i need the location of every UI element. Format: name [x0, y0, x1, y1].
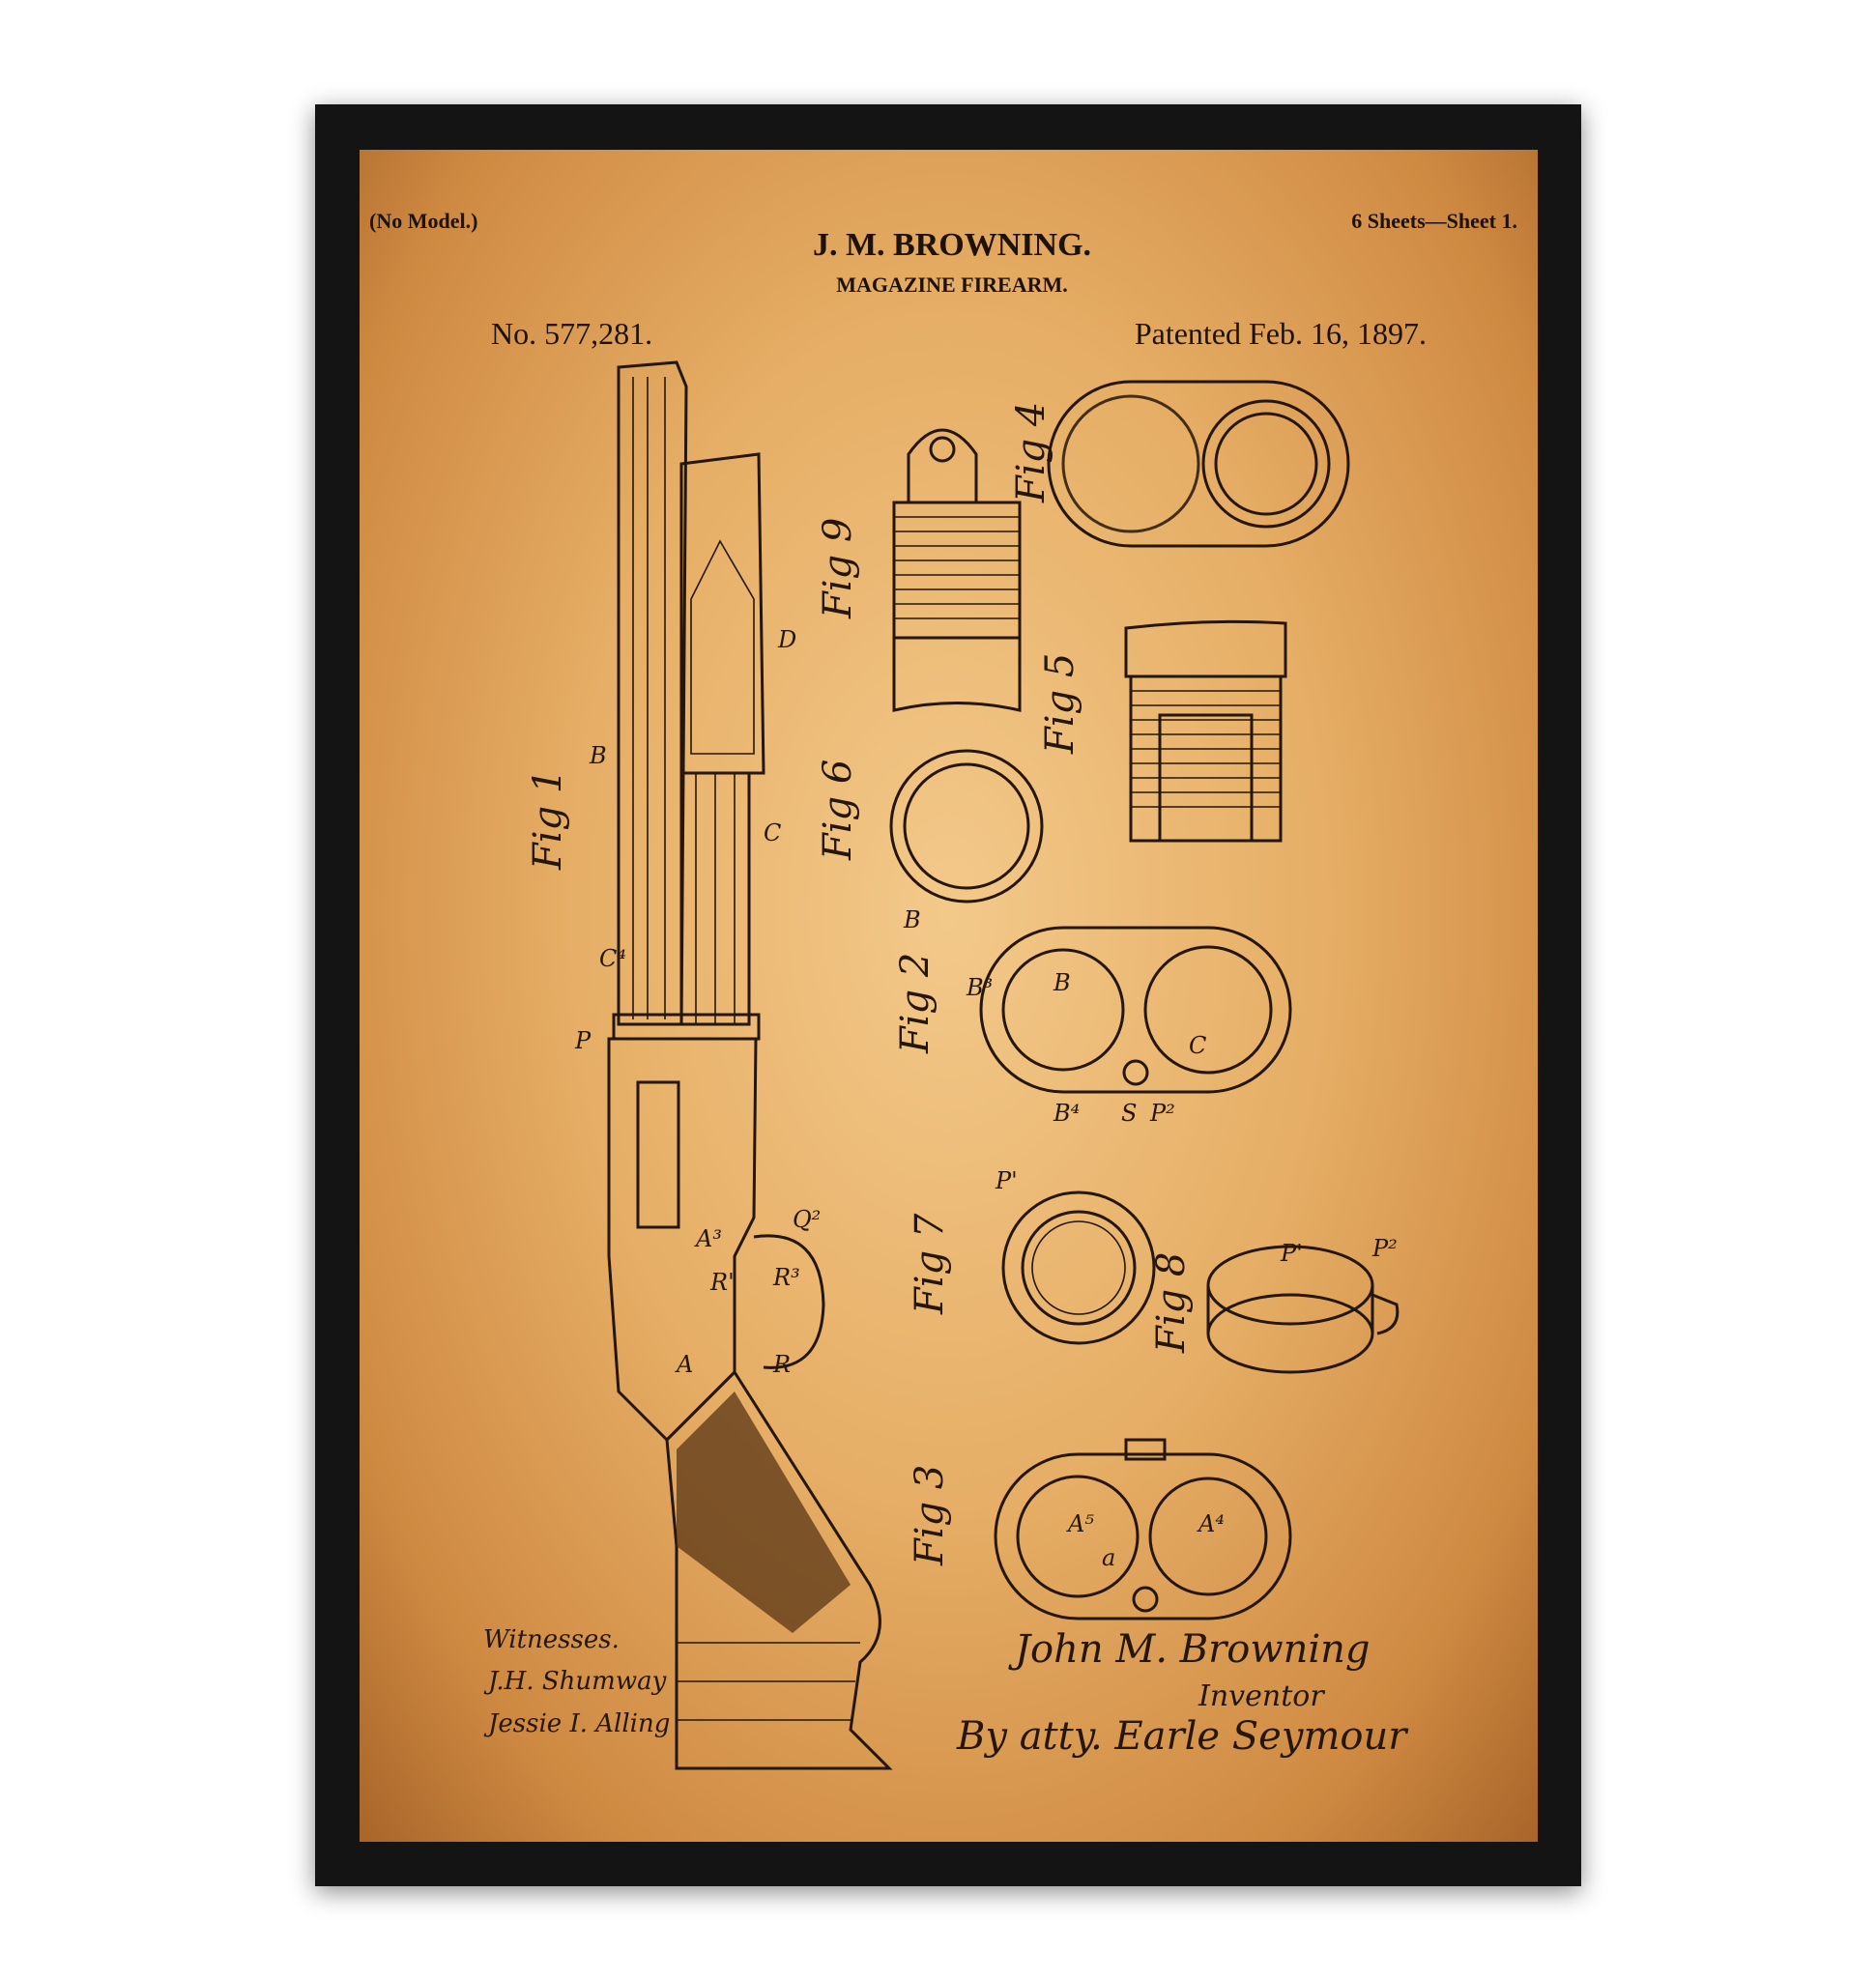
label-r3: R³ — [772, 1264, 800, 1291]
label-d: D — [777, 626, 796, 653]
fig4-label: Fig 4 — [1009, 402, 1053, 503]
label-b3: B³ — [966, 974, 993, 1001]
label-b4: B⁴ — [1053, 1100, 1080, 1127]
fig5-label: Fig 5 — [1038, 653, 1082, 755]
label-q2: Q² — [793, 1206, 821, 1233]
label-p8b: P² — [1371, 1235, 1398, 1262]
label-a: A — [675, 1351, 693, 1378]
fig4-double-ring-drawing — [1047, 380, 1350, 548]
attorney-signature: By atty. Earle Seymour — [956, 1714, 1409, 1759]
label-a3-lower: a — [1102, 1544, 1115, 1571]
label-c4: C⁴ — [599, 945, 626, 972]
fig1-shotgun-drawing — [607, 360, 893, 1770]
fig3-double-ring-drawing — [994, 1438, 1292, 1620]
label-p: P — [574, 1027, 592, 1054]
label-p7: P' — [995, 1167, 1018, 1194]
label-r1: R' — [709, 1269, 735, 1296]
label-p8: P' — [1280, 1240, 1303, 1267]
label-a3: A³ — [694, 1225, 722, 1252]
label-a5: A⁵ — [1066, 1510, 1094, 1537]
inventor-name: J. M. BROWNING. — [813, 227, 1091, 263]
label-b: B — [589, 742, 607, 769]
patent-number: No. 577,281. — [491, 316, 652, 351]
fig6-ring-drawing — [889, 749, 1044, 903]
label-c: C — [764, 819, 781, 846]
label-c2: C — [1189, 1032, 1206, 1059]
fig7-label: Fig 7 — [908, 1213, 952, 1315]
fig7-ring-drawing — [1001, 1190, 1156, 1345]
witness-signature-1: J.H. Shumway — [483, 1667, 667, 1696]
label-p2: P² — [1149, 1100, 1175, 1127]
fig5-threaded-sleeve-drawing — [1124, 619, 1287, 843]
fig8-label: Fig 8 — [1149, 1252, 1194, 1354]
fig1-label: Fig 1 — [526, 769, 570, 871]
fig9-label: Fig 9 — [816, 518, 860, 619]
fig6-label: Fig 6 — [816, 760, 860, 861]
patent-title: MAGAZINE FIREARM. — [836, 272, 1068, 297]
inventor-signature: John M. Browning — [1008, 1627, 1371, 1672]
fig8-split-ring-drawing — [1206, 1245, 1400, 1374]
label-b6: B — [903, 906, 921, 933]
model-note: (No Model.) — [369, 209, 477, 233]
inventor-role: Inventor — [1198, 1679, 1325, 1713]
witnesses-heading: Witnesses. — [483, 1625, 620, 1654]
patent-date: Patented Feb. 16, 1897. — [1135, 316, 1427, 351]
witness-signature-2: Jessie I. Alling — [483, 1709, 670, 1738]
fig2-double-ring-drawing — [979, 926, 1292, 1094]
sheet-number: 6 Sheets—Sheet 1. — [1351, 209, 1517, 233]
label-r: R — [772, 1351, 791, 1378]
label-a4: A⁴ — [1197, 1510, 1225, 1537]
fig2-label: Fig 2 — [893, 953, 938, 1054]
label-b2: B — [1053, 969, 1071, 996]
label-s: S — [1121, 1100, 1137, 1127]
fig3-label: Fig 3 — [908, 1465, 952, 1566]
fig9-plug-drawing — [892, 428, 1022, 712]
